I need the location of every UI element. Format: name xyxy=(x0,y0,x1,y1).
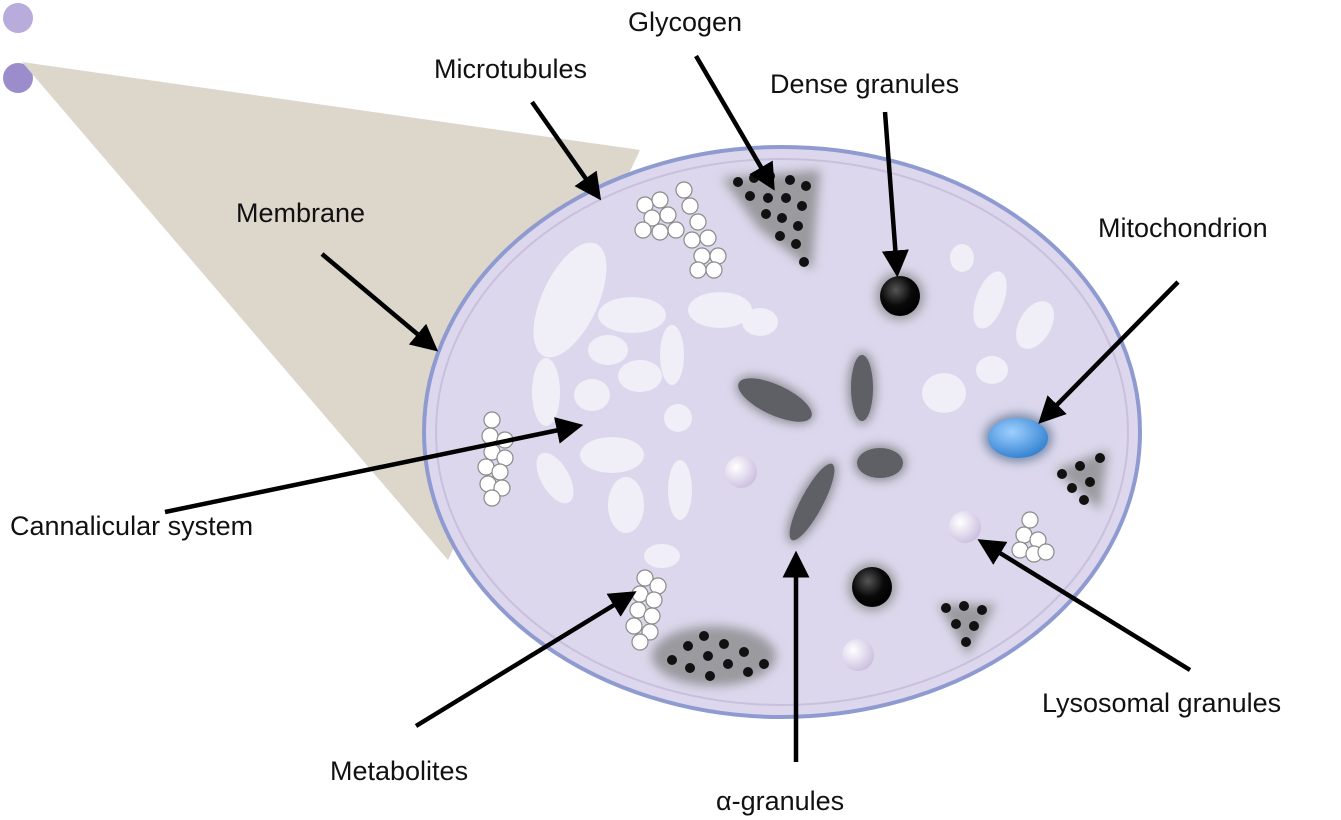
label-lysosomal-granules: Lysosomal granules xyxy=(1042,688,1281,718)
label-cannalicular-system: Cannalicular system xyxy=(10,511,253,541)
label-glycogen: Glycogen xyxy=(628,7,742,37)
label-dense-granules: Dense granules xyxy=(770,69,959,99)
label-metabolites: Metabolites xyxy=(330,756,468,786)
label-membrane: Membrane xyxy=(236,198,365,228)
label-mitochondrion: Mitochondrion xyxy=(1098,213,1268,243)
glycogen-cluster-bottom xyxy=(652,626,776,686)
label-alpha-granules: α-granules xyxy=(716,786,844,816)
label-microtubules: Microtubules xyxy=(434,54,587,84)
mitochondrion xyxy=(984,414,1052,462)
small-platelet-icon xyxy=(3,3,33,93)
